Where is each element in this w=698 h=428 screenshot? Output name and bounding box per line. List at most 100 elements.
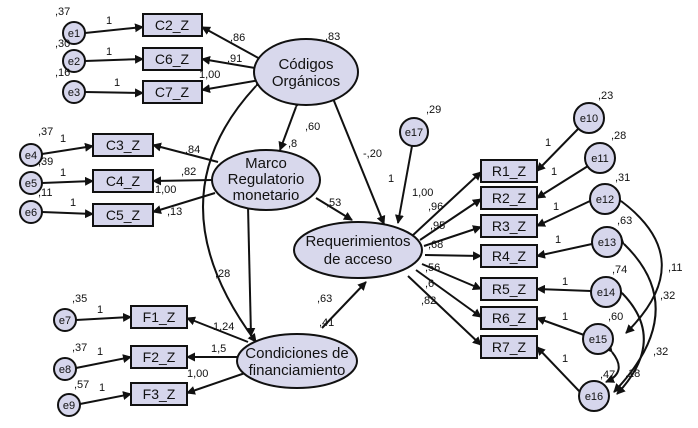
svg-text:C3_Z: C3_Z [106, 137, 141, 153]
fix-e9: 1 [99, 382, 105, 394]
svg-text:e3: e3 [68, 87, 80, 99]
coef-f3: 1,00 [187, 368, 208, 380]
coef-cond-req-b: ,41 [319, 317, 334, 329]
latent-req-line2: de acceso [324, 251, 392, 268]
path-marco-c5 [152, 192, 216, 214]
path-e8-f2 [75, 354, 132, 369]
coef-r5: ,56 [425, 262, 440, 274]
svg-text:e11: e11 [591, 153, 609, 165]
path-e17-req [395, 145, 413, 224]
error-e13: e13 [591, 226, 623, 258]
coef-cond-req-a: ,63 [317, 293, 332, 305]
coef-r7: ,82 [421, 295, 436, 307]
path-cond-f3 [186, 371, 249, 395]
fix-e7: 1 [97, 304, 103, 316]
path-marco-c3 [152, 142, 219, 163]
error-e9: e9 [57, 393, 81, 417]
cov-e15-e16 [603, 342, 620, 383]
fix-e13: 1 [555, 234, 561, 246]
cov-e12-e15 [611, 192, 663, 334]
var-e9: ,57 [74, 379, 89, 391]
latent-req-line1: Requerimientos [305, 233, 410, 250]
var-e13: ,63 [617, 215, 632, 227]
latent-codigos-line2: Orgánicos [272, 73, 340, 90]
fix-e16: 1 [562, 353, 568, 365]
svg-text:F2_Z: F2_Z [143, 349, 176, 365]
svg-text:R1_Z: R1_Z [492, 163, 527, 179]
var-e17: ,29 [426, 104, 441, 116]
path-e14-r5 [536, 284, 592, 294]
error-e17: e17 [399, 117, 429, 147]
var-e11: ,28 [611, 130, 626, 142]
latent-codigos-line1: Códigos [278, 56, 333, 73]
error-e4: e4 [19, 143, 43, 167]
coef-marco-req: ,53 [326, 197, 341, 209]
fix-e17: 1 [388, 173, 394, 185]
svg-text:e4: e4 [25, 150, 37, 162]
error-e8: e8 [53, 357, 77, 381]
path-codigos-c6 [201, 55, 256, 69]
path-e16-r7 [536, 346, 581, 393]
fix-e11: 1 [551, 166, 557, 178]
fix-e4: 1 [60, 133, 66, 145]
path-codigos-c7 [201, 79, 261, 94]
var-e3: ,16 [55, 67, 70, 79]
indicator-r3: R3_Z [480, 214, 538, 238]
coef-r2: ,96 [428, 201, 443, 213]
svg-text:C7_Z: C7_Z [155, 84, 190, 100]
coef-c5b: ,13 [167, 206, 182, 218]
coef-r4: ,68 [428, 239, 443, 251]
coef-cod-marco-a: ,8 [288, 138, 297, 150]
cov-codigos-cond [202, 77, 265, 343]
error-e2: e2 [62, 49, 86, 73]
path-e4-c3 [41, 142, 94, 155]
cov-coef-e13-e16: ,32 [660, 290, 675, 302]
svg-text:e9: e9 [63, 400, 75, 412]
error-e15: e15 [582, 323, 614, 355]
path-req-r7 [407, 275, 482, 346]
path-cond-req [321, 281, 367, 329]
coef-cod-req: -,20 [363, 148, 382, 160]
coef-f2: 1,5 [211, 343, 226, 355]
indicator-r7: R7_Z [480, 335, 538, 359]
coef-c5: 1,00 [155, 184, 176, 196]
coef-marco-cond: ,28 [215, 268, 230, 280]
error-e10: e10 [573, 102, 605, 134]
latent-cond-line2: financiamiento [249, 362, 346, 379]
svg-text:e15: e15 [589, 334, 607, 346]
indicator-r2: R2_Z [480, 186, 538, 210]
var-e4: ,37 [38, 126, 53, 138]
indicator-r6: R6_Z [480, 306, 538, 330]
path-e12-r3 [536, 200, 591, 227]
fix-e6: 1 [70, 197, 76, 209]
indicator-c4: C4_Z [92, 169, 154, 193]
latent-marco-line1: Marco [245, 155, 287, 172]
latent-requerimientos: Requerimientos de acceso [293, 221, 423, 279]
coef-f1: 1,24 [213, 321, 234, 333]
path-e10-r1 [536, 128, 579, 172]
fix-e12: 1 [553, 201, 559, 213]
error-e7: e7 [53, 308, 77, 332]
error-e6: e6 [19, 200, 43, 224]
var-e7: ,35 [72, 293, 87, 305]
coef-c2: ,86 [230, 32, 245, 44]
indicator-r5: R5_Z [480, 277, 538, 301]
path-e5-c4 [41, 176, 94, 186]
coef-r6: ,6 [425, 278, 434, 290]
fix-e14: 1 [562, 276, 568, 288]
indicator-c6: C6_Z [142, 47, 203, 71]
error-e12: e12 [589, 183, 621, 215]
fix-e15: 1 [562, 311, 568, 323]
error-e5: e5 [19, 171, 43, 195]
svg-text:C4_Z: C4_Z [106, 173, 141, 189]
svg-text:e10: e10 [580, 113, 598, 125]
var-e16: ,47 [600, 369, 615, 381]
indicator-c5: C5_Z [92, 203, 154, 227]
path-req-r6 [415, 269, 482, 318]
cov-marco-cond [243, 197, 256, 337]
coef-r3: ,95 [430, 220, 445, 232]
cov-e13-e16 [613, 235, 657, 393]
var-e8: ,37 [72, 342, 87, 354]
coef-c4: ,82 [181, 166, 196, 178]
